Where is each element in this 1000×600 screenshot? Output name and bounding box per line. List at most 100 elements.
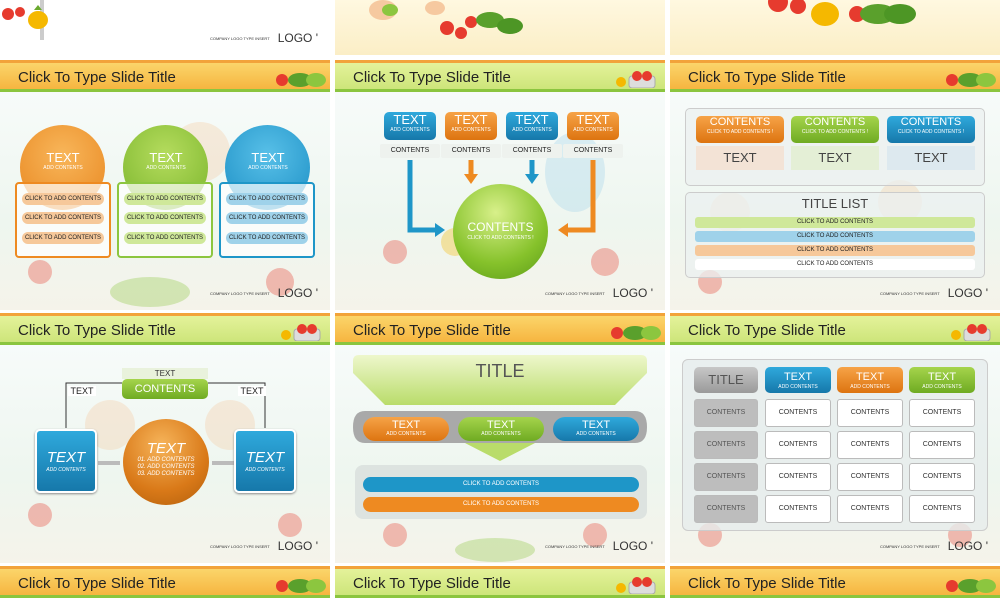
left-text-label: TEXT bbox=[68, 386, 96, 396]
contents-label: CONTENTS bbox=[441, 144, 501, 158]
title-bar: Click To Type Slide Title bbox=[0, 313, 330, 345]
slide-r2c0[interactable]: Click To Type Slide Title TEXT CONTENTS … bbox=[0, 313, 330, 563]
title-bar: Click To Type Slide Title bbox=[670, 313, 1000, 345]
click-item[interactable]: CLICK TO ADD CONTENTS bbox=[22, 212, 104, 224]
click-item[interactable]: CLICK TO ADD CONTENTS bbox=[226, 212, 308, 224]
slide-r0c1[interactable] bbox=[335, 0, 665, 55]
slide-r3c2[interactable]: Click To Type Slide Title bbox=[670, 566, 1000, 600]
table-cell[interactable]: CONTENTS bbox=[909, 431, 975, 459]
click-item[interactable]: CLICK TO ADD CONTENTS bbox=[124, 193, 206, 205]
contents-button[interactable]: CONTENTS bbox=[122, 379, 208, 399]
click-item[interactable]: CLICK TO ADD CONTENTS bbox=[124, 232, 206, 244]
table-header-title: TITLE bbox=[694, 367, 758, 393]
slide-title[interactable]: Click To Type Slide Title bbox=[688, 322, 846, 339]
right-text-label: TEXT bbox=[238, 386, 266, 396]
basket-icon bbox=[616, 577, 656, 594]
table-cell[interactable]: CONTENTS bbox=[765, 463, 831, 491]
list-sphere[interactable] bbox=[123, 419, 209, 505]
click-item[interactable]: CLICK TO ADD CONTENTS bbox=[124, 212, 206, 224]
text-label: TEXT bbox=[887, 146, 975, 170]
slide-title[interactable]: Click To Type Slide Title bbox=[688, 575, 846, 592]
click-item[interactable]: CLICK TO ADD CONTENTS bbox=[695, 231, 975, 242]
title-bar: Click To Type Slide Title bbox=[335, 60, 665, 92]
table-cell[interactable]: CONTENTS bbox=[765, 399, 831, 427]
title-bar: Click To Type Slide Title bbox=[0, 566, 330, 598]
table-cell[interactable]: CONTENTS bbox=[909, 399, 975, 427]
table-cell[interactable]: CONTENTS bbox=[765, 431, 831, 459]
click-item[interactable]: CLICK TO ADD CONTENTS bbox=[22, 193, 104, 205]
slide-title[interactable]: Click To Type Slide Title bbox=[18, 69, 176, 86]
slide-title[interactable]: Click To Type Slide Title bbox=[353, 575, 511, 592]
click-item[interactable]: CLICK TO ADD CONTENTS bbox=[226, 232, 308, 244]
title-bar: Click To Type Slide Title bbox=[335, 566, 665, 598]
text-label: TEXT bbox=[696, 146, 784, 170]
text-label: TEXT bbox=[791, 146, 879, 170]
vegetable-icon bbox=[611, 326, 661, 340]
table-cell[interactable]: CONTENTS bbox=[909, 463, 975, 491]
slide-title[interactable]: Click To Type Slide Title bbox=[18, 575, 176, 592]
click-item[interactable]: CLICK TO ADD CONTENTS bbox=[695, 259, 975, 270]
click-bar-orange[interactable]: CLICK TO ADD CONTENTS bbox=[363, 497, 639, 512]
title-bar: Click To Type Slide Title bbox=[335, 313, 665, 345]
click-bar-blue[interactable]: CLICK TO ADD CONTENTS bbox=[363, 477, 639, 492]
slide-title[interactable]: Click To Type Slide Title bbox=[353, 322, 511, 339]
sphere-text: TEXT 01. ADD CONTENTS 02. ADD CONTENTS 0… bbox=[137, 440, 195, 478]
slide-title[interactable]: Click To Type Slide Title bbox=[353, 69, 511, 86]
slide-title[interactable]: Click To Type Slide Title bbox=[18, 322, 176, 339]
slide-r0c2[interactable] bbox=[670, 0, 1000, 55]
slide-r3c1[interactable]: Click To Type Slide Title bbox=[335, 566, 665, 600]
basket-icon bbox=[616, 71, 656, 88]
click-item[interactable]: CLICK TO ADD CONTENTS bbox=[695, 245, 975, 256]
slide-title[interactable]: Click To Type Slide Title bbox=[688, 69, 846, 86]
contents-sphere[interactable] bbox=[453, 184, 548, 279]
slide-r3c0[interactable]: Click To Type Slide Title bbox=[0, 566, 330, 600]
table-row-label: CONTENTS bbox=[694, 431, 758, 459]
table-cell[interactable]: CONTENTS bbox=[837, 431, 903, 459]
table-row-label: CONTENTS bbox=[694, 399, 758, 427]
table-cell[interactable]: CONTENTS bbox=[765, 495, 831, 523]
funnel-title: TITLE bbox=[475, 361, 525, 381]
click-item[interactable]: CLICK TO ADD CONTENTS bbox=[226, 193, 308, 205]
click-item[interactable]: CLICK TO ADD CONTENTS bbox=[695, 217, 975, 228]
table-cell[interactable]: CONTENTS bbox=[837, 463, 903, 491]
vegetable-icon bbox=[768, 0, 916, 26]
table-row-label: CONTENTS bbox=[694, 495, 758, 523]
click-item[interactable]: CLICK TO ADD CONTENTS bbox=[22, 232, 104, 244]
vegetable-icon bbox=[946, 579, 996, 593]
table-cell[interactable]: CONTENTS bbox=[837, 495, 903, 523]
vegetable-icon bbox=[276, 579, 326, 593]
table-cell[interactable]: CONTENTS bbox=[837, 399, 903, 427]
table-cell[interactable]: CONTENTS bbox=[909, 495, 975, 523]
